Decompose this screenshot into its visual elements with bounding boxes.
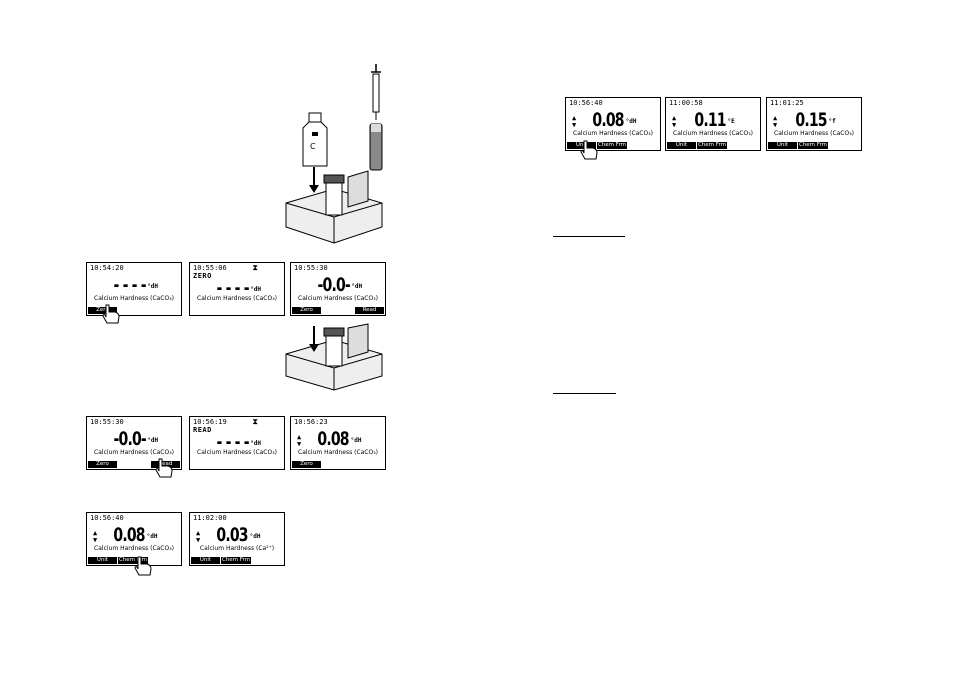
meter-screen-calcium: 11:02:00 ▲▼ 0.03°dH Calcium Hardness (Ca…	[189, 512, 285, 566]
clock: 10:55:06	[193, 264, 227, 272]
up-down-arrow-icon: ▲▼	[572, 114, 577, 129]
parameter-label: Calcium Hardness (CaCO₃)	[94, 295, 174, 302]
meter-screen-zeroing: 10:55:06 ⧗ ZERO - - - -°dH Calcium Hardn…	[189, 262, 285, 316]
reading-unit: °dH	[351, 283, 363, 290]
meter-screen-result: 10:56:23 ▲▼ 0.08°dH Calcium Hardness (Ca…	[290, 416, 386, 470]
unit-key[interactable]: Unit	[567, 142, 596, 149]
chem-frm-key[interactable]: Chem Frm	[798, 142, 828, 149]
parameter-label: Calcium Hardness (CaCO₃)	[573, 130, 653, 137]
reading-value: 0.08	[317, 428, 350, 450]
reading-unit: °dH	[146, 533, 158, 540]
chem-frm-key[interactable]: Chem Frm	[697, 142, 727, 149]
up-down-arrow-icon: ▲▼	[773, 114, 778, 129]
parameter-label: Calcium Hardness (Ca²⁺)	[199, 545, 275, 552]
clock: 11:01:25	[770, 99, 804, 107]
meter-screen-reading: 10:56:19 ⧗ READ - - - -°dH Calcium Hardn…	[189, 416, 285, 470]
reading-value: 0.08	[113, 524, 146, 546]
clock: 10:54:20	[90, 264, 124, 272]
reading-unit: °dH	[250, 286, 262, 293]
unit-key[interactable]: Unit	[768, 142, 797, 149]
meter-screen-unit-e: 11:00:58 ▲▼ 0.11°E Calcium Hardness (CaC…	[665, 97, 761, 151]
meter-illustration-1	[285, 167, 383, 244]
chem-frm-key[interactable]: Chem Frm	[597, 142, 627, 149]
meter-screen-unit-dh: 10:56:40 ▲▼ 0.08°dH Calcium Hardness (Ca…	[565, 97, 661, 151]
status-text: READ	[193, 426, 212, 434]
reading-value: 0.15	[795, 109, 828, 131]
reading-value: 0.08	[592, 109, 625, 131]
clock: 10:55:30	[294, 264, 328, 272]
reading-value: - - - -	[216, 277, 249, 299]
clock: 10:55:30	[90, 418, 124, 426]
zero-key[interactable]: Zero	[88, 307, 117, 314]
up-down-arrow-icon: ▲▼	[297, 433, 302, 448]
meter-screen-zero-ready: 10:54:20 - - - -°dH Calcium Hardness (Ca…	[86, 262, 182, 316]
reading-unit: °dH	[350, 437, 362, 444]
status-text: ZERO	[193, 272, 212, 280]
meter-screen-read-ready: 10:55:30 -0.0-°dH Calcium Hardness (CaCO…	[86, 416, 182, 470]
parameter-label: Calcium Hardness (CaCO₃)	[94, 449, 174, 456]
reading-value: - - - -	[113, 274, 146, 296]
pointing-hand-icon	[155, 458, 173, 478]
chem-frm-key[interactable]: Chem Frm	[118, 557, 148, 564]
up-down-arrow-icon: ▲▼	[672, 114, 677, 129]
reading-unit: °dH	[250, 440, 262, 447]
hourglass-icon: ⧗	[252, 417, 258, 426]
reading-value: 0.11	[694, 109, 727, 131]
reading-unit: °dH	[147, 437, 159, 444]
reading-value: -0.0-	[317, 274, 350, 296]
section-rule-interferences	[553, 236, 625, 237]
parameter-label: Calcium Hardness (CaCO₃)	[197, 449, 277, 456]
reading-value: - - - -	[216, 431, 249, 453]
reagent-bottle-label: C	[310, 142, 316, 151]
parameter-label: Calcium Hardness (CaCO₃)	[774, 130, 854, 137]
reagent-bottle-illustration	[302, 112, 328, 167]
unit-key[interactable]: Unit	[88, 557, 117, 564]
zero-key[interactable]: Zero	[292, 307, 321, 314]
meter-screen-chem-form: 10:56:40 ▲▼ 0.08°dH Calcium Hardness (Ca…	[86, 512, 182, 566]
clock: 10:56:40	[90, 514, 124, 522]
zero-key[interactable]: Zero	[292, 461, 321, 468]
up-down-arrow-icon: ▲▼	[93, 529, 98, 544]
reading-unit: °f	[828, 118, 836, 125]
pointing-hand-icon	[102, 304, 120, 324]
unit-key[interactable]: Unit	[191, 557, 220, 564]
reading-unit: °dH	[147, 283, 159, 290]
read-key[interactable]: Read	[151, 461, 180, 468]
meter-illustration-2	[285, 323, 383, 391]
parameter-label: Calcium Hardness (CaCO₃)	[94, 545, 174, 552]
read-key[interactable]: Read	[355, 307, 384, 314]
clock: 10:56:19	[193, 418, 227, 426]
meter-screen-zeroed: 10:55:30 -0.0-°dH Calcium Hardness (CaCO…	[290, 262, 386, 316]
clock: 10:56:23	[294, 418, 328, 426]
reading-value: 0.03	[216, 524, 249, 546]
zero-key[interactable]: Zero	[88, 461, 117, 468]
hourglass-icon: ⧗	[252, 263, 258, 272]
reading-value: -0.0-	[113, 428, 146, 450]
reading-unit: °dH	[625, 118, 637, 125]
up-down-arrow-icon: ▲▼	[196, 529, 201, 544]
chem-frm-key[interactable]: Chem Frm	[221, 557, 251, 564]
reading-unit: °dH	[249, 533, 261, 540]
pointing-hand-icon	[134, 556, 152, 576]
pointing-hand-icon	[580, 140, 598, 160]
syringe-illustration	[369, 64, 383, 171]
section-rule-errors	[553, 393, 616, 394]
unit-key[interactable]: Unit	[667, 142, 696, 149]
parameter-label: Calcium Hardness (CaCO₃)	[298, 449, 378, 456]
parameter-label: Calcium Hardness (CaCO₃)	[197, 295, 277, 302]
parameter-label: Calcium Hardness (CaCO₃)	[298, 295, 378, 302]
clock: 11:00:58	[669, 99, 703, 107]
clock: 11:02:00	[193, 514, 227, 522]
clock: 10:56:40	[569, 99, 603, 107]
meter-screen-unit-f: 11:01:25 ▲▼ 0.15°f Calcium Hardness (CaC…	[766, 97, 862, 151]
reading-unit: °E	[727, 118, 735, 125]
parameter-label: Calcium Hardness (CaCO₃)	[673, 130, 753, 137]
